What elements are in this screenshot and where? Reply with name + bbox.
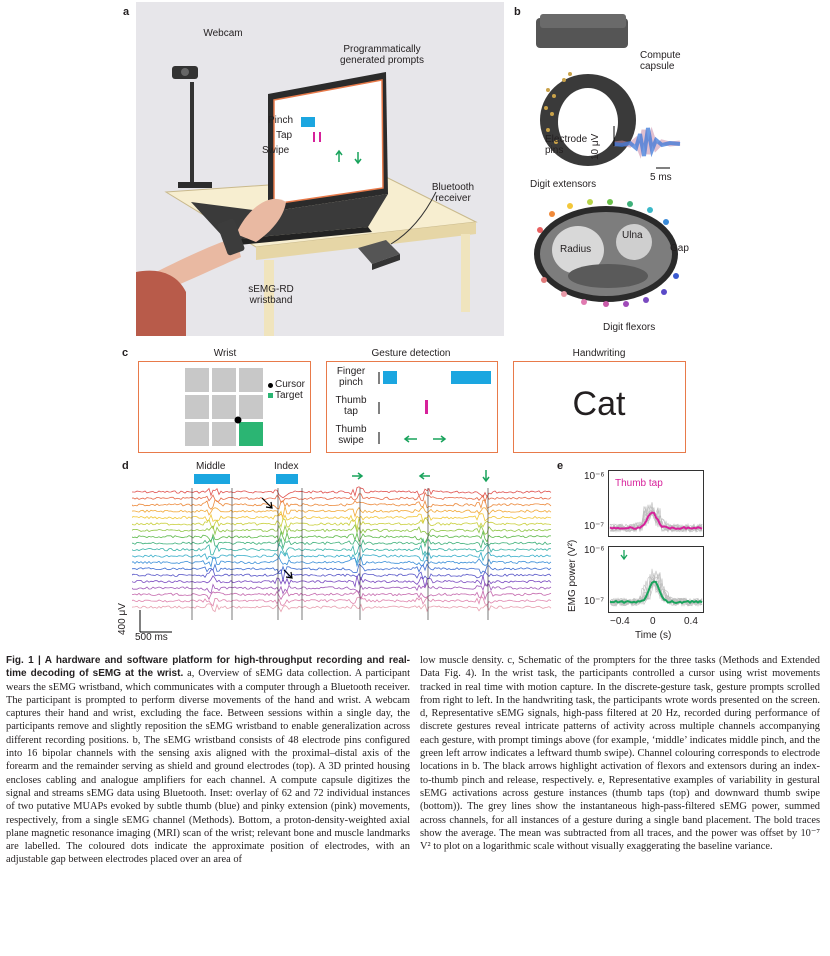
panel-a-label: a bbox=[123, 6, 130, 18]
muap-inset bbox=[613, 126, 681, 169]
semg-channel-trace bbox=[132, 603, 552, 613]
semg-channel-trace bbox=[132, 491, 552, 504]
xtick-pos: 0.4 bbox=[684, 616, 698, 627]
digit-extensors-label: Digit extensors bbox=[530, 179, 597, 190]
panel-e-label: e bbox=[557, 460, 564, 472]
instance-power-trace bbox=[609, 572, 703, 607]
semg-channel-trace bbox=[132, 530, 552, 544]
index-prompt-label: Index bbox=[274, 461, 299, 472]
wrist-grid bbox=[185, 368, 263, 446]
semg-channel-trace bbox=[132, 550, 552, 564]
mean-power-trace bbox=[609, 580, 703, 605]
emg-power-plots bbox=[608, 470, 704, 613]
muap-scale-t: 5 ms bbox=[650, 172, 672, 183]
electrode-pins-label: Electrode pins bbox=[545, 134, 588, 156]
semg-channel-trace bbox=[132, 517, 552, 530]
caption-col1-text: a, Overview of sEMG data collection. A p… bbox=[6, 668, 410, 866]
swipe-label: Swipe bbox=[262, 145, 290, 156]
prompts-label: Programmatically generated prompts bbox=[340, 44, 424, 66]
panel-a-illustration bbox=[136, 2, 504, 336]
semg-channel-trace bbox=[132, 575, 552, 589]
ytick-top-2: 10⁻⁶ bbox=[584, 545, 605, 556]
handwriting-word: Cat bbox=[572, 385, 626, 423]
cursor-legend-dot bbox=[268, 383, 273, 388]
mri-scan bbox=[534, 199, 679, 307]
emg-power-ylabel: EMG power (V²) bbox=[567, 539, 578, 612]
panel-b-label: b bbox=[514, 6, 521, 18]
thumb-tap-title: Thumb tap bbox=[615, 478, 663, 489]
ytick-bottom-1: 10⁻⁷ bbox=[584, 521, 605, 532]
semg-channel-trace bbox=[132, 581, 552, 595]
semg-channel-trace bbox=[132, 595, 552, 607]
semg-channel-trace bbox=[132, 486, 552, 499]
ulna-label: Ulna bbox=[622, 230, 643, 241]
semg-channel-trace bbox=[132, 523, 552, 536]
semg-channel-trace bbox=[132, 506, 552, 518]
panel-c-label: c bbox=[122, 347, 129, 359]
radius-label: Radius bbox=[560, 244, 592, 255]
handwriting-title: Handwriting bbox=[572, 348, 626, 359]
gesture-title: Gesture detection bbox=[371, 348, 451, 359]
caption-col2: low muscle density. c, Schematic of the … bbox=[420, 654, 820, 853]
time-xlabel: Time (s) bbox=[635, 630, 672, 641]
panel-d-label: d bbox=[122, 460, 129, 472]
target-legend-swatch bbox=[268, 393, 273, 398]
semg-channel-trace bbox=[132, 510, 552, 524]
pinch-label: Pinch bbox=[268, 115, 294, 126]
ytick-top-1: 10⁻⁶ bbox=[584, 471, 605, 482]
webcam-label: Webcam bbox=[203, 28, 243, 39]
semg-channel-trace bbox=[132, 499, 552, 510]
wristband-render bbox=[536, 14, 636, 166]
semg-channel-trace bbox=[132, 536, 552, 550]
xtick-neg: −0.4 bbox=[610, 616, 630, 627]
digit-flexors-label: Digit flexors bbox=[603, 322, 656, 333]
wrist-task-box: Cursor Target bbox=[138, 361, 311, 453]
cursor-legend: Cursor bbox=[275, 379, 306, 390]
thumb-tap-label: Thumb tap bbox=[335, 395, 367, 417]
xtick-zero: 0 bbox=[650, 616, 656, 627]
gesture-prompts bbox=[378, 371, 491, 444]
finger-pinch-label: Finger pinch bbox=[336, 366, 366, 388]
caption-col1: Fig. 1 | A hardware and software platfor… bbox=[6, 654, 410, 867]
middle-prompt-label: Middle bbox=[196, 461, 226, 472]
tap-label: Tap bbox=[276, 130, 293, 141]
instance-power-trace bbox=[609, 572, 703, 607]
wristband-label: sEMG-RD wristband bbox=[248, 284, 294, 306]
gap-label: Gap bbox=[670, 243, 689, 254]
semg-channel-trace bbox=[132, 563, 552, 575]
caption-title: Fig. 1 | A hardware and software platfor… bbox=[6, 655, 410, 680]
target-legend: Target bbox=[275, 390, 303, 401]
handwriting-task-box: Cat bbox=[513, 361, 686, 453]
semg-channel-trace bbox=[132, 543, 552, 556]
bluetooth-label: Bluetooth receiver bbox=[431, 182, 475, 204]
muap-scale-v: 10 μV bbox=[590, 133, 601, 160]
semg-scale-t: 500 ms bbox=[135, 632, 168, 643]
semg-channel-trace bbox=[132, 568, 552, 582]
semg-channel-trace bbox=[132, 589, 552, 601]
semg-scale-v: 400 μV bbox=[117, 603, 128, 635]
caption-col2-text: low muscle density. c, Schematic of the … bbox=[420, 655, 820, 853]
wrist-title: Wrist bbox=[213, 348, 237, 359]
mean-power-trace bbox=[609, 511, 703, 530]
semg-traces bbox=[132, 470, 552, 633]
ytick-bottom-2: 10⁻⁷ bbox=[584, 596, 605, 607]
compute-capsule-label: Compute capsule bbox=[640, 50, 681, 72]
thumb-swipe-label: Thumb swipe bbox=[335, 424, 367, 446]
gesture-task-box: Finger pinch Thumb tap Thumb swipe bbox=[326, 361, 498, 453]
instance-power-trace bbox=[609, 506, 703, 533]
semg-channel-trace bbox=[132, 556, 552, 568]
